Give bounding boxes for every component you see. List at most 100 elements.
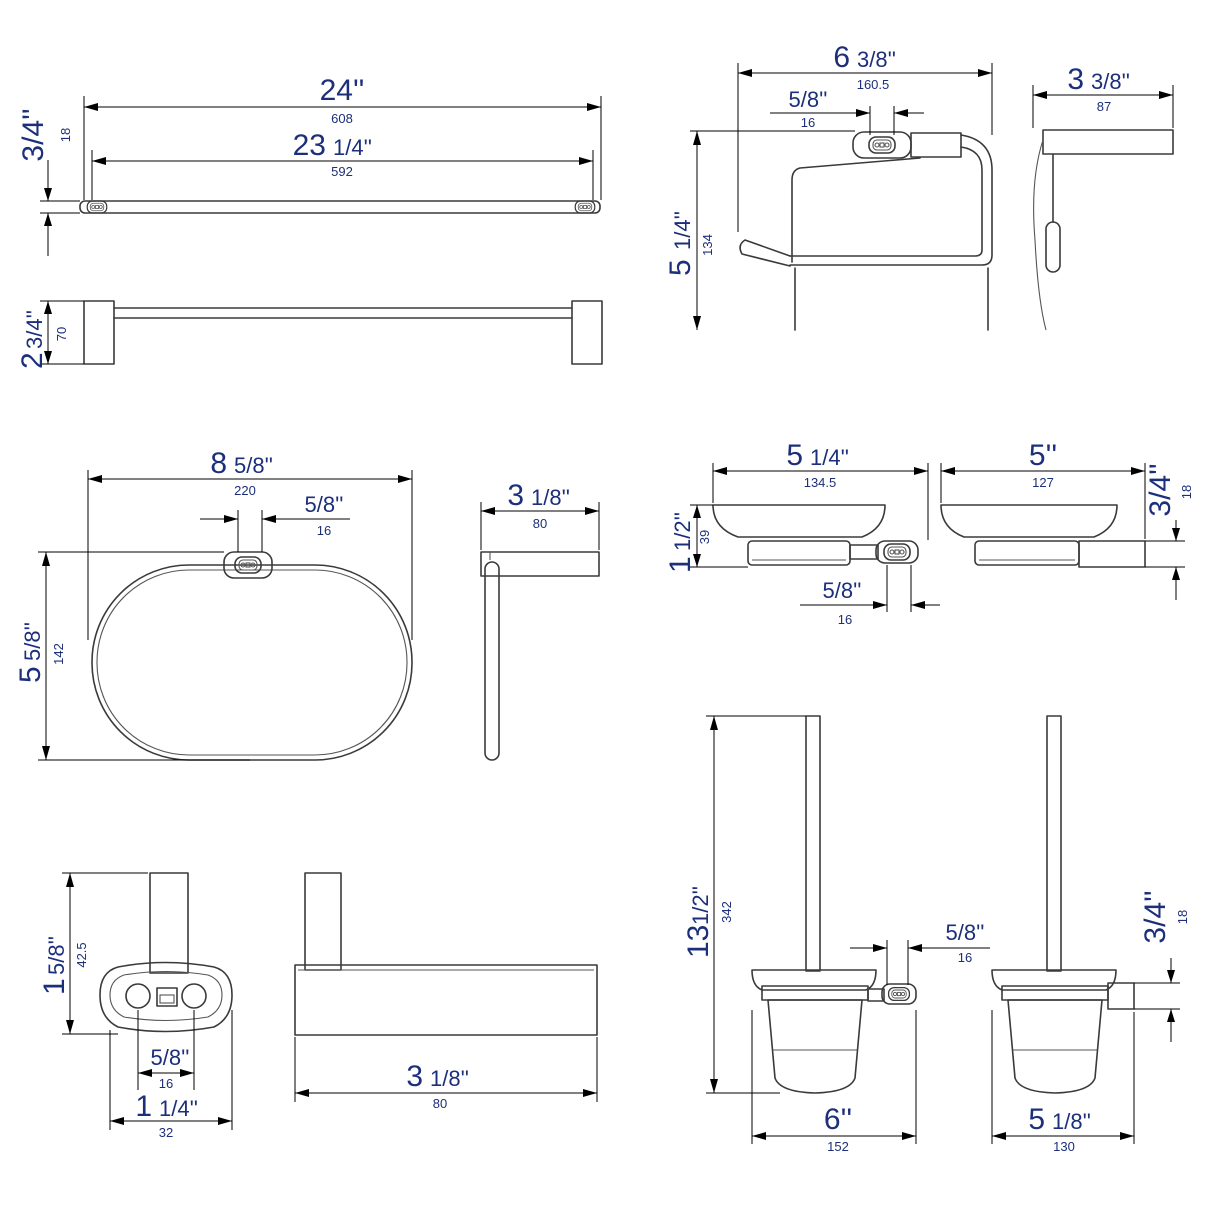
- toilet-brush-width-dimension: 6'' 152: [751, 1010, 917, 1154]
- soap-dish-front-view: [712, 504, 919, 566]
- towel-ring-width-mm: 220: [234, 483, 256, 498]
- robe-hook-depth-dimension: 3 1/8'' 80: [294, 1037, 598, 1111]
- robe-hook-mount-in: 5/8'': [151, 1045, 190, 1070]
- towel-ring-mount-in: 5/8'': [305, 492, 344, 517]
- towel-ring-width-in-frac: 5/8'': [234, 453, 273, 478]
- tissue-holder-width-in-whole: 6: [833, 41, 850, 74]
- soap-dish-side-view: [940, 504, 1146, 568]
- toilet-brush-height-mm: 342: [719, 901, 734, 923]
- tissue-holder-mount-mm: 16: [801, 115, 815, 130]
- soap-dish-width2-mm: 127: [1032, 475, 1054, 490]
- robe-hook-width-mm: 32: [159, 1125, 173, 1140]
- robe-hook-height-in-frac: 5/8'': [44, 936, 69, 975]
- towel-bar-inner-in-whole: 23: [293, 129, 326, 162]
- towel-ring-front-view: [91, 551, 413, 761]
- towel-bar-overall-in: 24'': [320, 74, 365, 107]
- tissue-holder-width-dimension: 6 3/8'' 160.5: [737, 41, 993, 232]
- robe-hook-height-in-whole: 1: [38, 978, 71, 995]
- towel-ring-depth-mm: 80: [533, 516, 547, 531]
- robe-hook-depth-in-frac: 1/8'': [430, 1066, 469, 1091]
- soap-dish-mount-in: 5/8'': [823, 578, 862, 603]
- tissue-holder-front-view: [739, 131, 993, 331]
- soap-dish-width2-in: 5'': [1029, 439, 1057, 472]
- tissue-holder-depth-dimension: 3 3/8'' 87: [1032, 63, 1174, 128]
- towel-bar-height-dimension: 3/4'' 18: [17, 108, 80, 256]
- soap-dish-thickness-mm: 18: [1179, 485, 1194, 499]
- towel-bar-depth-in-frac: 3/4'': [22, 310, 47, 349]
- robe-hook-side-view: [294, 872, 598, 1036]
- robe-hook-height-mm: 42.5: [74, 942, 89, 967]
- robe-hook-mount-dimension: 5/8'' 16: [137, 1010, 195, 1091]
- robe-hook-front-view: [99, 872, 233, 1033]
- soap-dish-width-mm: 134.5: [804, 475, 837, 490]
- toilet-brush-thickness-dimension: 3/4'' 18: [1134, 890, 1190, 1042]
- robe-hook-width-in-frac: 1/4'': [159, 1096, 198, 1121]
- tissue-holder-height-mm: 134: [700, 234, 715, 256]
- towel-ring-width-dimension: 8 5/8'' 220: [87, 447, 413, 640]
- robe-hook-depth-mm: 80: [433, 1096, 447, 1111]
- toilet-brush-width2-in-whole: 5: [1028, 1103, 1045, 1136]
- tissue-holder-width-mm: 160.5: [857, 77, 890, 92]
- robe-hook-height-dimension: 1 5/8'' 42.5: [38, 872, 148, 1035]
- towel-bar-height-in: 3/4'': [17, 108, 50, 161]
- towel-bar-inner-in-frac: 1/4'': [333, 135, 372, 160]
- toilet-brush-front-view: [751, 715, 917, 1094]
- towel-ring-height-dimension: 5 5/8'' 142: [14, 551, 250, 761]
- toilet-brush-height-in-frac: 1/2'': [688, 886, 713, 925]
- robe-hook-width-in-whole: 1: [135, 1090, 152, 1123]
- soap-dish-height-dimension: 1 1/2'' 39: [664, 504, 748, 573]
- toilet-brush-mount-dimension: 5/8'' 16: [850, 920, 990, 985]
- tissue-holder-width-in-frac: 3/8'': [857, 47, 896, 72]
- towel-bar-inner-dimension: 23 1/4'' 592: [91, 129, 594, 200]
- toilet-brush-width2-in-frac: 1/8'': [1052, 1109, 1091, 1134]
- tissue-holder-depth-in-whole: 3: [1067, 63, 1084, 96]
- tissue-holder-depth-mm: 87: [1097, 99, 1111, 114]
- toilet-brush-thickness-in: 3/4'': [1139, 890, 1172, 943]
- towel-bar-front-view: [79, 200, 601, 214]
- toilet-brush-thickness-mm: 18: [1175, 910, 1190, 924]
- towel-bar-overall-dimension: 24'' 608: [83, 74, 602, 200]
- soap-dish-thickness-dimension: 3/4'' 18: [1144, 463, 1194, 600]
- soap-dish-height-in-whole: 1: [664, 556, 697, 573]
- towel-ring-height-mm: 142: [51, 643, 66, 665]
- towel-bar-side-view: [83, 300, 603, 365]
- towel-bar-height-mm: 18: [58, 128, 73, 142]
- towel-ring-height-in-whole: 5: [14, 666, 47, 683]
- towel-ring-height-in-frac: 5/8'': [20, 622, 45, 661]
- towel-bar-inner-mm: 592: [331, 164, 353, 179]
- tissue-holder-depth-in-frac: 3/8'': [1091, 69, 1130, 94]
- toilet-brush-width2-dimension: 5 1/8'' 130: [991, 1010, 1135, 1154]
- toilet-brush-mount-mm: 16: [958, 950, 972, 965]
- toilet-brush-height-in-whole: 13: [682, 925, 715, 958]
- toilet-brush-width-mm: 152: [827, 1139, 849, 1154]
- soap-dish-thickness-in: 3/4'': [1144, 463, 1177, 516]
- towel-bar-depth-in-whole: 2: [16, 352, 49, 369]
- soap-dish-height-mm: 39: [697, 530, 712, 544]
- robe-hook-width-dimension: 1 1/4'' 32: [109, 1010, 233, 1140]
- tissue-holder-height-dimension: 5 1/4'' 134: [664, 130, 855, 330]
- soap-dish-height-in-frac: 1/2'': [670, 512, 695, 551]
- towel-ring-depth-in-whole: 3: [507, 479, 524, 512]
- toilet-brush-width-in: 6'': [824, 1103, 852, 1136]
- tissue-holder-side-view: [1033, 129, 1174, 331]
- tissue-holder-mount-dimension: 5/8'' 16: [770, 87, 924, 135]
- robe-hook-mount-mm: 16: [159, 1076, 173, 1091]
- tissue-holder-height-in-frac: 1/4'': [670, 211, 695, 250]
- towel-ring-depth-dimension: 3 1/8'' 80: [480, 479, 600, 550]
- towel-ring-mount-dimension: 5/8'' 16: [200, 492, 350, 552]
- towel-bar-depth-mm: 70: [54, 327, 69, 341]
- toilet-brush-side-view: [991, 715, 1135, 1094]
- soap-dish-mount-mm: 16: [838, 612, 852, 627]
- toilet-brush-width2-mm: 130: [1053, 1139, 1075, 1154]
- soap-dish-width2-dimension: 5'' 127: [940, 439, 1146, 539]
- robe-hook-depth-in-whole: 3: [406, 1060, 423, 1093]
- tissue-holder-height-in-whole: 5: [664, 259, 697, 276]
- towel-ring-width-in-whole: 8: [210, 447, 227, 480]
- towel-ring-depth-in-frac: 1/8'': [531, 485, 570, 510]
- towel-bar-depth-dimension: 2 3/4'' 70: [16, 300, 84, 369]
- towel-bar-overall-mm: 608: [331, 111, 353, 126]
- soap-dish-width-in-frac: 1/4'': [810, 445, 849, 470]
- towel-ring-mount-mm: 16: [317, 523, 331, 538]
- towel-ring-side-view: [480, 551, 600, 761]
